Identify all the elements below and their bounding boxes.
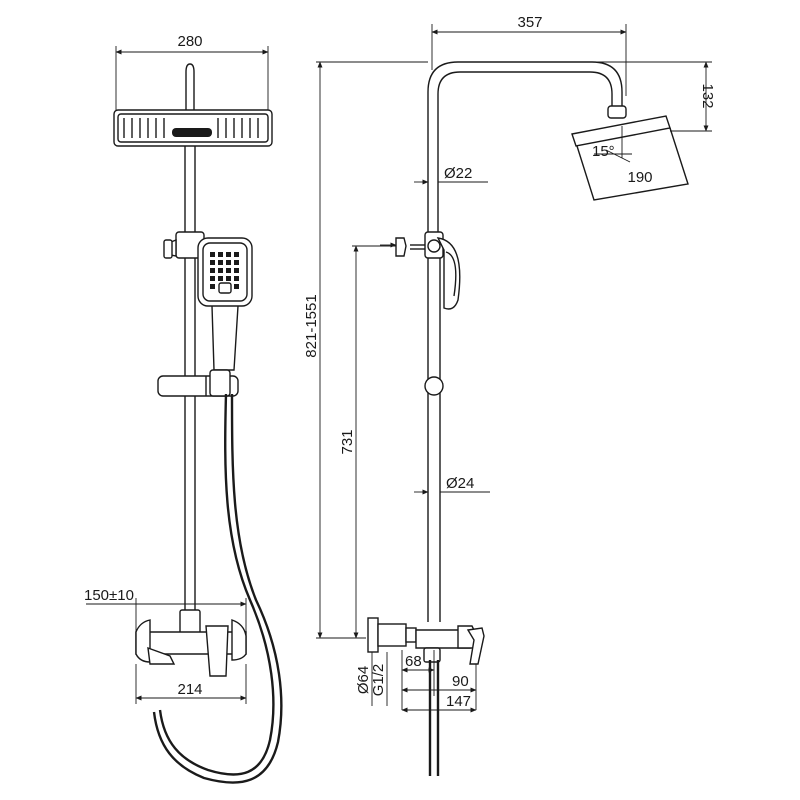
head-depth-label: 190 bbox=[627, 169, 652, 186]
side-gooseneck-arm bbox=[427, 61, 623, 232]
mixer-depth-147-dimension: 147 bbox=[401, 693, 477, 713]
flange-diameter-dimension: Ø64 bbox=[355, 652, 373, 706]
mixer-width-dimension: 214 bbox=[135, 664, 247, 704]
side-rain-shower-head bbox=[571, 115, 689, 201]
mixer-depth-68-dimension: 68 bbox=[401, 650, 435, 710]
mixer-width-label: 214 bbox=[177, 681, 202, 698]
lower-tube-diameter-label: Ø24 bbox=[446, 475, 474, 492]
height-range-label: 821-1551 bbox=[303, 294, 320, 357]
mixer-depth-147-label: 147 bbox=[446, 693, 471, 710]
mixer-depth-90-label: 90 bbox=[452, 673, 469, 690]
front-view: 280 bbox=[84, 33, 283, 784]
mixer-depth-90-dimension: 90 bbox=[401, 650, 477, 710]
front-hand-shower bbox=[197, 237, 253, 371]
inlet-thread-label: G1/2 bbox=[370, 664, 387, 697]
front-rain-shower-head bbox=[113, 109, 273, 147]
flange-diameter-label: Ø64 bbox=[355, 666, 372, 694]
lower-tube-diameter-dimension: Ø24 bbox=[414, 475, 490, 495]
inlet-spacing-label: 150±10 bbox=[84, 587, 134, 604]
side-hose bbox=[428, 660, 440, 776]
head-width-dimension: 280 bbox=[115, 33, 269, 110]
inlet-thread-dimension: G1/2 bbox=[370, 652, 388, 706]
front-diverter bbox=[163, 231, 205, 259]
side-diverter bbox=[380, 231, 444, 259]
head-tilt-dimension: 15° 190 bbox=[592, 126, 653, 186]
head-drop-label: 132 bbox=[699, 83, 716, 108]
mixer-depth-68-label: 68 bbox=[405, 653, 422, 670]
side-view: 357 132 15° 190 bbox=[303, 14, 716, 776]
height-range-dimension: 821-1551 bbox=[303, 61, 428, 639]
head-nozzle-slots bbox=[123, 118, 259, 138]
side-hand-shower bbox=[436, 237, 461, 310]
side-slider-holder bbox=[424, 376, 444, 396]
arm-reach-dimension: 357 bbox=[431, 14, 627, 96]
head-width-label: 280 bbox=[177, 33, 202, 50]
arm-reach-label: 357 bbox=[517, 14, 542, 31]
head-tilt-label: 15° bbox=[592, 143, 615, 160]
inlet-spacing-dimension: 150±10 bbox=[84, 587, 247, 632]
diverter-height-label: 731 bbox=[339, 429, 356, 454]
side-riser-rod bbox=[427, 256, 441, 622]
upper-tube-diameter-dimension: Ø22 bbox=[414, 165, 488, 185]
front-slider-holder bbox=[157, 369, 239, 397]
head-ball-joint bbox=[607, 105, 627, 119]
diverter-height-dimension: 731 bbox=[339, 245, 396, 639]
front-arm-stub bbox=[185, 63, 195, 112]
front-hose bbox=[158, 393, 275, 776]
front-mixer-valve bbox=[135, 609, 247, 677]
side-mixer-valve bbox=[367, 617, 485, 665]
upper-tube-diameter-label: Ø22 bbox=[444, 165, 472, 182]
